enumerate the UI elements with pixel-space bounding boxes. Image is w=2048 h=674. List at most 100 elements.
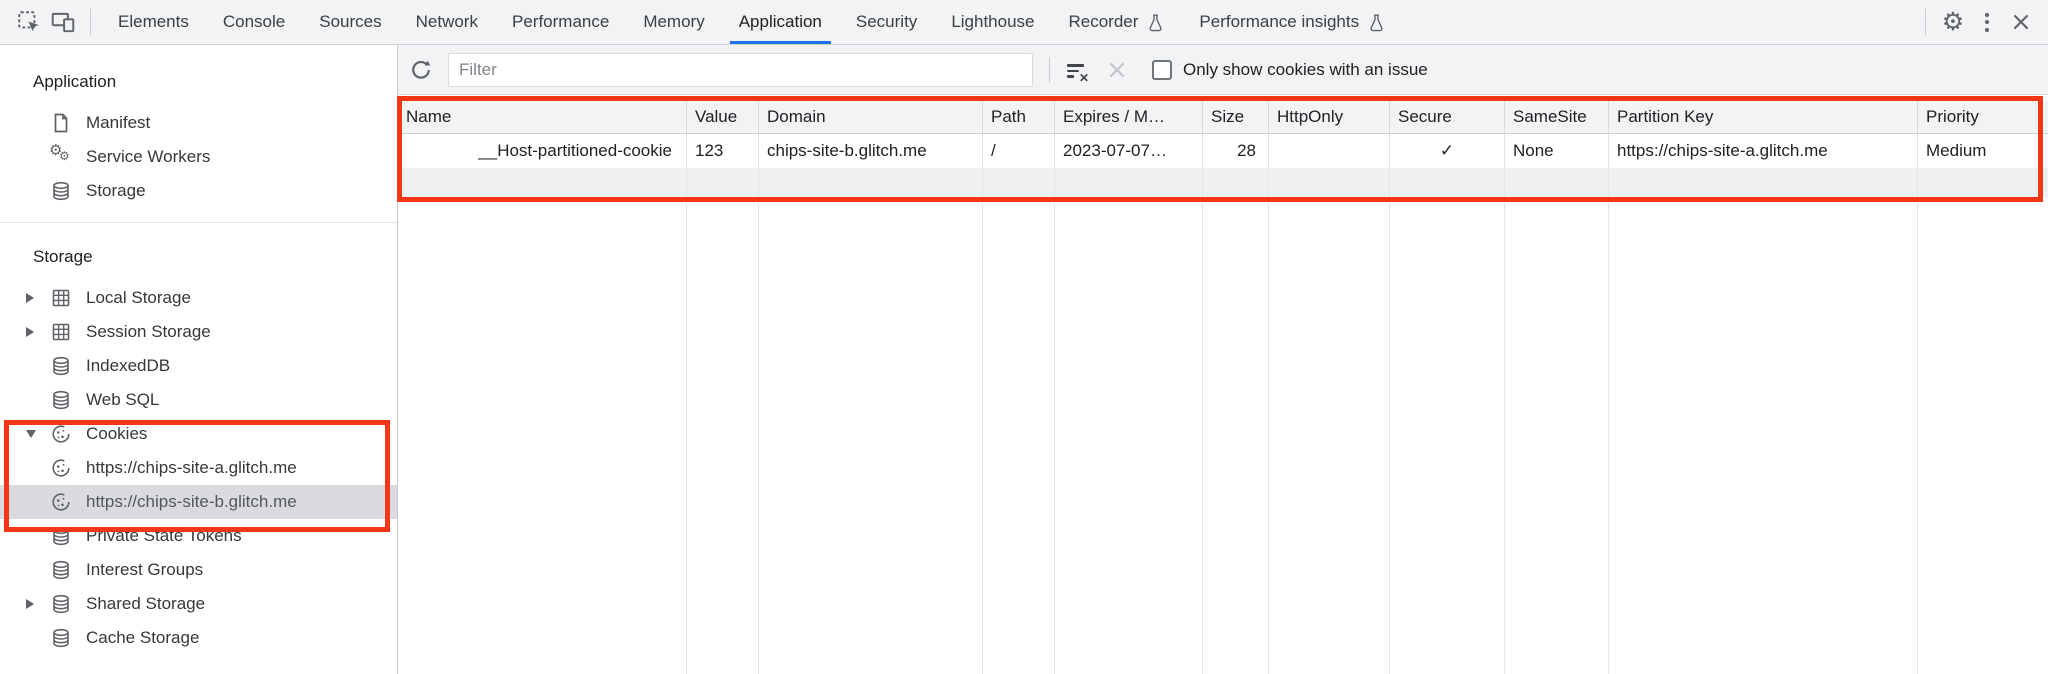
- empty-cell: [1918, 168, 2048, 197]
- cell-domain[interactable]: chips-site-b.glitch.me: [759, 134, 983, 168]
- document-icon: [48, 112, 74, 134]
- cell-partition-key[interactable]: https://chips-site-a.glitch.me: [1609, 134, 1918, 168]
- chevron-right-icon[interactable]: [26, 327, 48, 337]
- column-header-secure[interactable]: Secure: [1390, 101, 1505, 133]
- empty-stripe-row: [398, 168, 2048, 197]
- cookie-table-row[interactable]: __Host-partitioned-cookie 123 chips-site…: [398, 134, 2048, 168]
- flask-icon: [1146, 13, 1165, 32]
- column-header-partition-key[interactable]: Partition Key: [1609, 101, 1918, 133]
- only-issue-checkbox[interactable]: [1152, 59, 1172, 80]
- column-header-size[interactable]: Size: [1203, 101, 1269, 133]
- sidebar-item-local-storage[interactable]: Local Storage: [0, 281, 397, 315]
- sidebar-item-interest-groups[interactable]: Interest Groups: [0, 553, 397, 587]
- column-header-httponly[interactable]: HttpOnly: [1269, 101, 1390, 133]
- close-devtools-button[interactable]: [2004, 0, 2038, 44]
- tab-application[interactable]: Application: [722, 0, 839, 44]
- gear-icon: ⚙: [1941, 7, 1965, 36]
- column-header-priority[interactable]: Priority: [1926, 107, 1979, 126]
- tab-recorder[interactable]: Recorder: [1052, 0, 1183, 44]
- cell-secure[interactable]: ✓: [1390, 134, 1505, 168]
- tab-label: Network: [415, 12, 478, 31]
- sidebar-item-manifest[interactable]: Manifest: [0, 106, 397, 140]
- application-section-items: Manifest ⚙⚙ Service Workers Storage: [0, 106, 397, 208]
- sidebar-item-cache-storage[interactable]: Cache Storage: [0, 621, 397, 655]
- sidebar-item-label: Cookies: [86, 424, 148, 443]
- tab-network[interactable]: Network: [399, 0, 495, 44]
- empty-cell: [1203, 168, 1269, 197]
- database-icon: [48, 525, 74, 547]
- cell-path[interactable]: /: [983, 134, 1055, 168]
- sidebar-item-indexeddb[interactable]: IndexedDB: [0, 349, 397, 383]
- empty-cell: [398, 203, 687, 674]
- database-icon: [48, 627, 74, 649]
- table-grid-icon: [48, 321, 74, 343]
- column-header-domain[interactable]: Domain: [759, 101, 983, 133]
- tabbar-divider: [1925, 9, 1926, 35]
- tab-lighthouse[interactable]: Lighthouse: [934, 0, 1051, 44]
- tab-security[interactable]: Security: [839, 0, 934, 44]
- more-options-button[interactable]: [1970, 0, 2004, 44]
- filter-input[interactable]: [448, 52, 1033, 87]
- cookie-icon: [48, 457, 74, 479]
- empty-cell: [1269, 203, 1390, 674]
- tab-sources[interactable]: Sources: [302, 0, 398, 44]
- tab-label: Sources: [319, 12, 382, 31]
- sidebar-item-shared-storage[interactable]: Shared Storage: [0, 587, 397, 621]
- column-header-name[interactable]: Name: [398, 101, 687, 133]
- tabbar-right-tools: ⚙: [1915, 0, 2048, 44]
- sidebar-item-storage[interactable]: Storage: [0, 174, 397, 208]
- column-header-path[interactable]: Path: [983, 101, 1055, 133]
- chevron-down-icon[interactable]: [26, 430, 48, 438]
- empty-cell: [1055, 203, 1203, 674]
- cell-name[interactable]: __Host-partitioned-cookie: [398, 134, 687, 168]
- tab-memory[interactable]: Memory: [626, 0, 721, 44]
- sidebar-item-cookies-chips-site-b[interactable]: https://chips-site-b.glitch.me: [0, 485, 397, 519]
- tab-performance-insights[interactable]: Performance insights: [1182, 0, 1403, 44]
- settings-button[interactable]: ⚙: [1936, 0, 1970, 44]
- cell-expires[interactable]: 2023-07-07…: [1055, 134, 1203, 168]
- chevron-right-icon[interactable]: [26, 293, 48, 303]
- section-header-storage: Storage: [33, 247, 93, 266]
- device-toolbar-button[interactable]: [46, 0, 80, 44]
- tab-console[interactable]: Console: [206, 0, 302, 44]
- empty-cell: [1609, 168, 1918, 197]
- empty-cell: [1609, 203, 1918, 674]
- cell-size[interactable]: 28: [1203, 134, 1269, 168]
- empty-cell: [1055, 168, 1203, 197]
- sidebar-item-label: Shared Storage: [86, 594, 206, 613]
- clear-x-icon-disabled: [1106, 59, 1128, 81]
- sidebar-item-cookies[interactable]: Cookies: [0, 417, 397, 451]
- tab-performance[interactable]: Performance: [495, 0, 626, 44]
- cell-value[interactable]: 123: [687, 134, 759, 168]
- sidebar-item-session-storage[interactable]: Session Storage: [0, 315, 397, 349]
- sidebar-item-label: Storage: [86, 181, 146, 200]
- cookie-icon: [48, 491, 74, 513]
- sidebar-item-private-state-tokens[interactable]: Private State Tokens: [0, 519, 397, 553]
- refresh-button[interactable]: [406, 55, 436, 85]
- sidebar-item-cookies-chips-site-a[interactable]: https://chips-site-a.glitch.me: [0, 451, 397, 485]
- inspect-element-button[interactable]: [12, 0, 46, 44]
- panel-tabs: Elements Console Sources Network Perform…: [101, 0, 1403, 44]
- clear-filter-button[interactable]: ✕: [1062, 57, 1089, 85]
- column-header-samesite[interactable]: SameSite: [1505, 101, 1609, 133]
- tab-elements[interactable]: Elements: [101, 0, 206, 44]
- cell-samesite[interactable]: None: [1505, 134, 1609, 168]
- delete-all-button[interactable]: [1104, 57, 1130, 83]
- sidebar-section-divider: [0, 222, 397, 223]
- column-header-value[interactable]: Value: [687, 101, 759, 133]
- column-header-expires[interactable]: Expires / M…: [1055, 101, 1203, 133]
- inspect-icon: [16, 9, 42, 35]
- database-icon: [48, 559, 74, 581]
- cell-httponly[interactable]: [1269, 134, 1390, 168]
- cell-priority[interactable]: Medium: [1926, 141, 1987, 160]
- storage-section-items: Local Storage Session Storage IndexedDB: [0, 281, 397, 655]
- sidebar-item-service-workers[interactable]: ⚙⚙ Service Workers: [0, 140, 397, 174]
- application-sidebar: Application Manifest ⚙⚙ Service Workers: [0, 45, 398, 674]
- chevron-right-icon[interactable]: [26, 599, 48, 609]
- close-icon: [2010, 11, 2032, 33]
- sidebar-item-web-sql[interactable]: Web SQL: [0, 383, 397, 417]
- empty-cell: [759, 203, 983, 674]
- tab-label: Elements: [118, 12, 189, 31]
- sidebar-item-label: https://chips-site-a.glitch.me: [86, 458, 297, 477]
